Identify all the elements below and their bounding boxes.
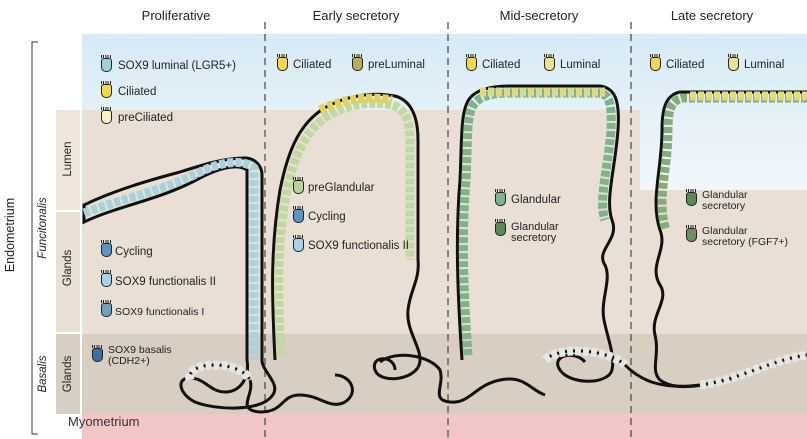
preluminal-cell-icon <box>352 57 363 71</box>
myometrium-label: Myometrium <box>68 414 140 429</box>
legend-sox9-functionalis-ii: SOX9 functionalis II <box>308 240 409 253</box>
stage-title-early-secretory: Early secretory <box>266 8 446 23</box>
glands-functionalis-label: Glands <box>62 243 74 293</box>
stage-title-mid-secretory: Mid-secretory <box>449 8 629 23</box>
cycling-cell-icon <box>101 243 112 257</box>
legend-sox9-luminal: SOX9 luminal (LGR5+) <box>118 60 236 73</box>
legend-preciliated: preCiliated <box>118 112 173 125</box>
legend-cycling: Cycling <box>308 211 346 224</box>
sox9-basalis-cell-icon <box>92 348 103 362</box>
legend-ciliated: Ciliated <box>482 59 520 72</box>
glands-basalis-label: Glands <box>62 349 74 399</box>
myometrium-zone <box>82 414 807 439</box>
legend-luminal: Luminal <box>744 59 784 72</box>
sox9-luminal-cell-icon <box>101 58 112 72</box>
ciliated-cell-icon <box>277 57 288 71</box>
legend-preluminal: preLuminal <box>368 59 425 72</box>
legend-preglandular: preGlandular <box>308 182 374 195</box>
lumen-label: Lumen <box>62 134 74 184</box>
endometrium-label: Endometrium <box>3 195 17 275</box>
legend-sox9-functionalis-i: SOX9 functionalis I <box>115 306 204 319</box>
luminal-cell-icon <box>728 57 739 71</box>
preciliated-cell-icon <box>101 110 112 124</box>
basalis-label: Basalis <box>37 349 49 399</box>
legend-luminal: Luminal <box>560 59 600 72</box>
ciliated-cell-icon <box>101 84 112 98</box>
stage-title-proliferative: Proliferative <box>86 8 266 23</box>
cycling-cell-icon <box>293 209 304 223</box>
preglandular-cell-icon <box>293 180 304 194</box>
functionalis-label: Funcitonalis <box>37 193 49 263</box>
legend-ciliated: Ciliated <box>118 86 156 99</box>
glandular-secretory-cell-icon <box>686 192 697 206</box>
legend-sox9-functionalis-ii: SOX9 functionalis II <box>115 276 216 289</box>
legend-glandular: Glandular <box>511 194 561 207</box>
sox9-functionalis-ii-cell-icon <box>101 273 112 287</box>
legend-cycling: Cycling <box>115 246 153 259</box>
sox9-functionalis-i-cell-icon <box>101 303 112 317</box>
ciliated-cell-icon <box>466 57 477 71</box>
glandular-cell-icon <box>495 192 506 206</box>
ciliated-cell-icon <box>650 57 661 71</box>
sox9-functionalis-ii-cell-icon <box>293 238 304 252</box>
glandular-secretory-fgf7-cell-icon <box>686 228 697 242</box>
legend-ciliated: Ciliated <box>666 59 704 72</box>
legend-sox9-basalis: SOX9 basalis(CDH2+) <box>108 345 172 367</box>
legend-ciliated: Ciliated <box>293 59 331 72</box>
luminal-cell-icon <box>544 57 555 71</box>
stage-title-late-secretory: Late secretory <box>622 8 802 23</box>
glandular-secretory-cell-icon <box>495 222 506 236</box>
